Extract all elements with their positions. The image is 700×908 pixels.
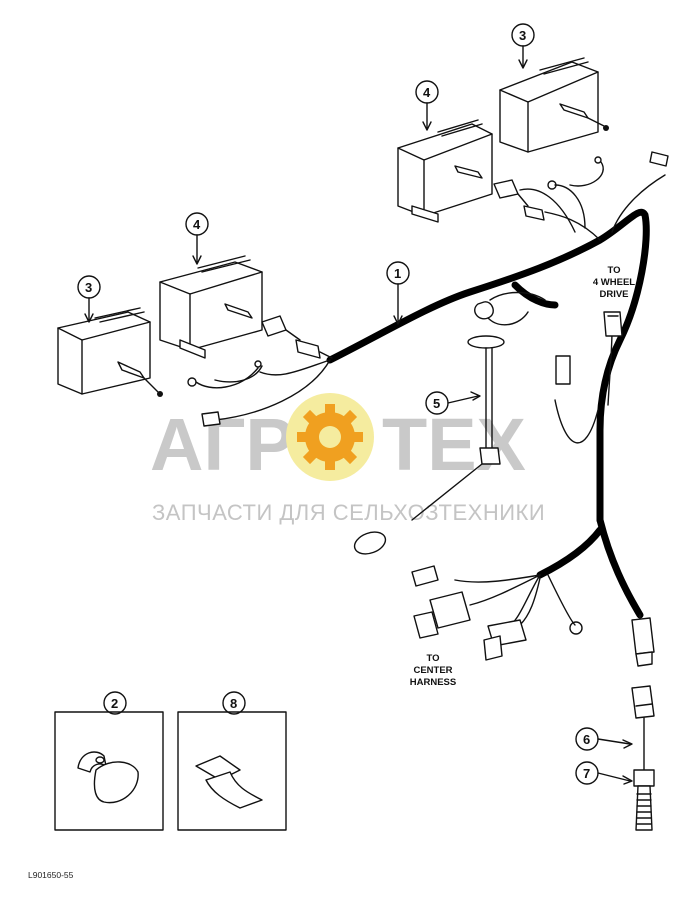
note-ch-line-2: CENTER [413, 665, 452, 676]
svg-text:3: 3 [85, 280, 92, 295]
callout-6: 6 [575, 727, 633, 751]
watermark-brand-right: ТЕХ [382, 403, 526, 486]
lamp-right-3 [499, 57, 669, 190]
svg-text:1: 1 [394, 266, 401, 281]
svg-text:3: 3 [519, 28, 526, 43]
note-center-harness: TO CENTER HARNESS [410, 653, 456, 688]
callout-5: 5 [425, 391, 481, 415]
connector-left-end [201, 411, 221, 427]
connector-four-wheel-drive [603, 311, 623, 337]
watermark-brand-left: АГР [150, 403, 295, 486]
svg-text:4: 4 [423, 85, 431, 100]
main-harness [214, 174, 666, 631]
callout-3-right: 3 [511, 23, 535, 69]
note-4wd-line-3: DRIVE [599, 289, 628, 300]
note-four-wheel-drive: TO 4 WHEEL DRIVE [593, 265, 635, 300]
svg-text:5: 5 [433, 396, 440, 411]
callout-4-left: 4 [185, 212, 209, 265]
svg-text:7: 7 [583, 766, 590, 781]
inset-box-8 [177, 711, 287, 831]
lamp-left-3 [57, 307, 163, 397]
callout-2: 2 [103, 691, 127, 715]
part-6-connector [631, 685, 655, 771]
note-ch-line-1: TO [426, 653, 439, 664]
svg-text:2: 2 [111, 696, 118, 711]
connector-center-harness [411, 565, 583, 661]
watermark: АГР ТЕХ ЗАПЧАСТИ ДЛЯ СЕЛЬХОЗТЕХНИКИ [150, 393, 545, 525]
callout-4-right: 4 [415, 80, 439, 131]
part-7-sensor [633, 769, 655, 831]
callout-7: 7 [575, 761, 633, 785]
note-4wd-line-2: 4 WHEEL [593, 277, 635, 288]
svg-text:8: 8 [230, 696, 237, 711]
inset-box-2 [54, 711, 164, 831]
figure-id: L901650-55 [28, 870, 74, 880]
lamp-left-4 [159, 255, 333, 389]
fuel-sender [353, 291, 546, 555]
note-4wd-line-1: TO [607, 265, 620, 276]
connector-lower-right [631, 617, 655, 667]
svg-text:4: 4 [193, 217, 201, 232]
callout-3-left: 3 [77, 275, 101, 323]
watermark-gear-icon [286, 393, 374, 481]
lamp-right-4 [397, 119, 545, 223]
note-ch-line-3: HARNESS [410, 677, 456, 688]
svg-text:6: 6 [583, 732, 590, 747]
plug-small [555, 355, 571, 385]
callout-8: 8 [222, 691, 246, 715]
watermark-subtitle: ЗАПЧАСТИ ДЛЯ СЕЛЬХОЗТЕХНИКИ [152, 500, 545, 525]
callout-1: 1 [386, 261, 410, 325]
